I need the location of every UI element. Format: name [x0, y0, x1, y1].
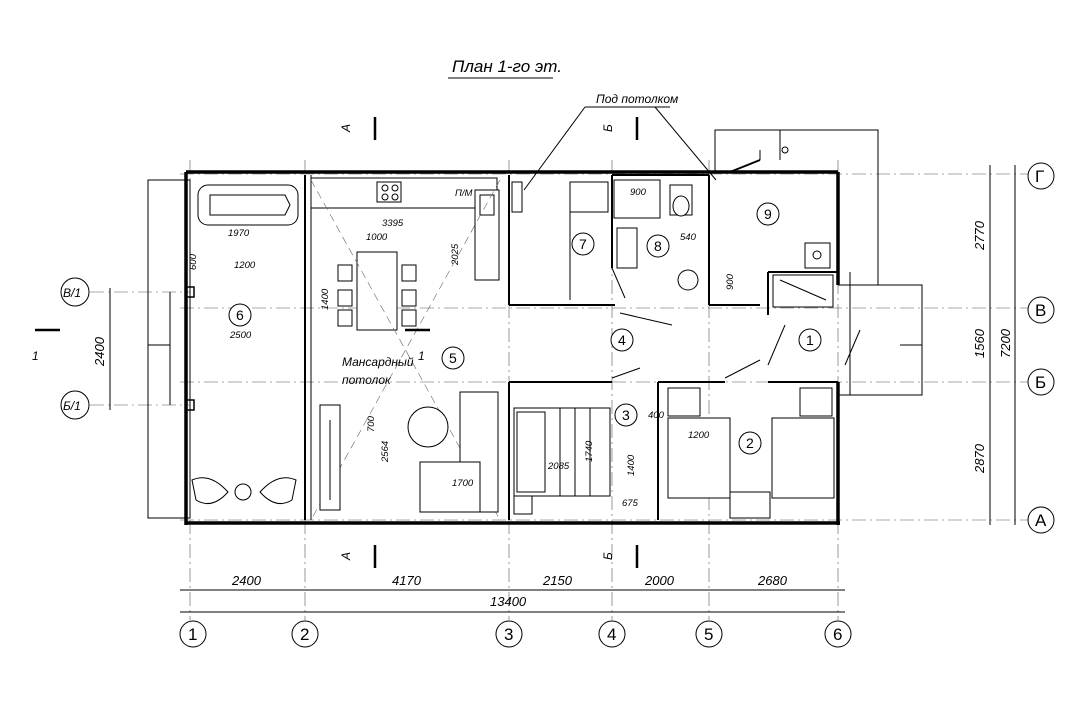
dim-left-terrace: 2400 [92, 336, 107, 367]
sofa-group [319, 391, 499, 513]
dim-2564: 2564 [380, 441, 391, 463]
dim-1200a: 1200 [234, 260, 256, 271]
terrace-chairs [191, 477, 297, 505]
plan-title: План 1-го эт. [452, 57, 562, 76]
leader-line [654, 106, 717, 181]
dim-900b: 900 [725, 273, 736, 290]
section-mark-a-top: А [339, 124, 353, 133]
dim-700: 700 [366, 415, 377, 432]
row-axis-markers [60, 162, 1055, 534]
dim-bottom-total: 13400 [490, 594, 527, 609]
column-axis-markers [179, 620, 852, 648]
dim-1000: 1000 [366, 232, 388, 243]
room3-bed [513, 407, 611, 515]
axis-row-b1: Б/1 [63, 399, 81, 413]
section-mark-b-bottom: Б [601, 552, 615, 560]
axis-col-3: 3 [504, 625, 513, 644]
section-mark-a-bottom: А [339, 552, 353, 561]
dim-1400a: 1400 [320, 288, 331, 310]
interior-walls [304, 150, 838, 520]
entrance-porch [714, 129, 923, 396]
dim-bottom-3: 2150 [542, 573, 573, 588]
dim-1970: 1970 [228, 228, 250, 239]
room9-fixtures [772, 242, 834, 308]
room-markers [228, 202, 822, 455]
dim-600: 600 [188, 253, 199, 270]
dim-540: 540 [680, 232, 697, 243]
room-6-label: 6 [236, 307, 244, 323]
dim-1740: 1740 [584, 440, 595, 462]
room2-beds [667, 387, 835, 519]
dim-right-total: 7200 [998, 328, 1013, 358]
dim-675: 675 [622, 498, 639, 509]
attic-ceiling-note-2: потолок [342, 373, 392, 387]
room-2-label: 2 [746, 435, 754, 451]
bathtub [197, 184, 299, 226]
room-9-label: 9 [764, 206, 772, 222]
dim-right-3: 2870 [972, 443, 987, 474]
room-7-label: 7 [579, 236, 587, 252]
dim-400: 400 [648, 410, 665, 421]
section-mark-1-right: 1 [418, 349, 425, 363]
kitchen-counter [310, 177, 500, 281]
dim-right-2: 1560 [972, 328, 987, 358]
exterior-walls [184, 170, 840, 525]
axis-row-b: Б [1035, 373, 1046, 392]
room-8-label: 8 [654, 238, 662, 254]
section-cuts [35, 117, 639, 568]
room7-furniture [511, 181, 609, 300]
dim-900a: 900 [630, 187, 647, 198]
dim-bottom-5: 2680 [757, 573, 788, 588]
section-mark-1-left: 1 [32, 349, 39, 363]
dim-3395: 3395 [382, 218, 404, 229]
room-3-label: 3 [622, 407, 630, 423]
under-ceiling-note: Под потолком [596, 92, 678, 106]
dim-bottom-4: 2000 [644, 573, 675, 588]
axis-col-5: 5 [704, 625, 713, 644]
axis-row-a: А [1035, 511, 1047, 530]
section-mark-b-top: Б [601, 124, 615, 132]
dim-1200b: 1200 [688, 430, 710, 441]
axis-col-6: 6 [833, 625, 842, 644]
dim-1400b: 1400 [626, 454, 637, 476]
pm-label: П/М [455, 188, 473, 199]
dim-bottom-2: 4170 [392, 573, 422, 588]
dim-1700: 1700 [452, 478, 474, 489]
dim-right-1: 2770 [972, 220, 987, 251]
attic-ceiling-note-1: Мансардный [342, 355, 414, 369]
dimension-lines [109, 165, 1016, 613]
axis-col-2: 2 [300, 625, 309, 644]
dim-2500: 2500 [229, 330, 252, 341]
wc-fixtures [613, 179, 699, 291]
axis-row-v: В [1035, 301, 1046, 320]
dining-table [337, 251, 417, 331]
axis-row-v1: В/1 [63, 286, 81, 300]
dim-2085: 2085 [547, 461, 570, 472]
room-4-label: 4 [618, 332, 626, 348]
room-1-label: 1 [806, 332, 814, 348]
dim-bottom-1: 2400 [231, 573, 262, 588]
axis-row-g: Г [1035, 167, 1044, 186]
leader-line [523, 106, 586, 191]
axis-col-1: 1 [188, 625, 197, 644]
doors [611, 267, 861, 379]
room-5-label: 5 [449, 350, 457, 366]
axis-col-4: 4 [607, 625, 616, 644]
dim-2025: 2025 [450, 243, 461, 266]
